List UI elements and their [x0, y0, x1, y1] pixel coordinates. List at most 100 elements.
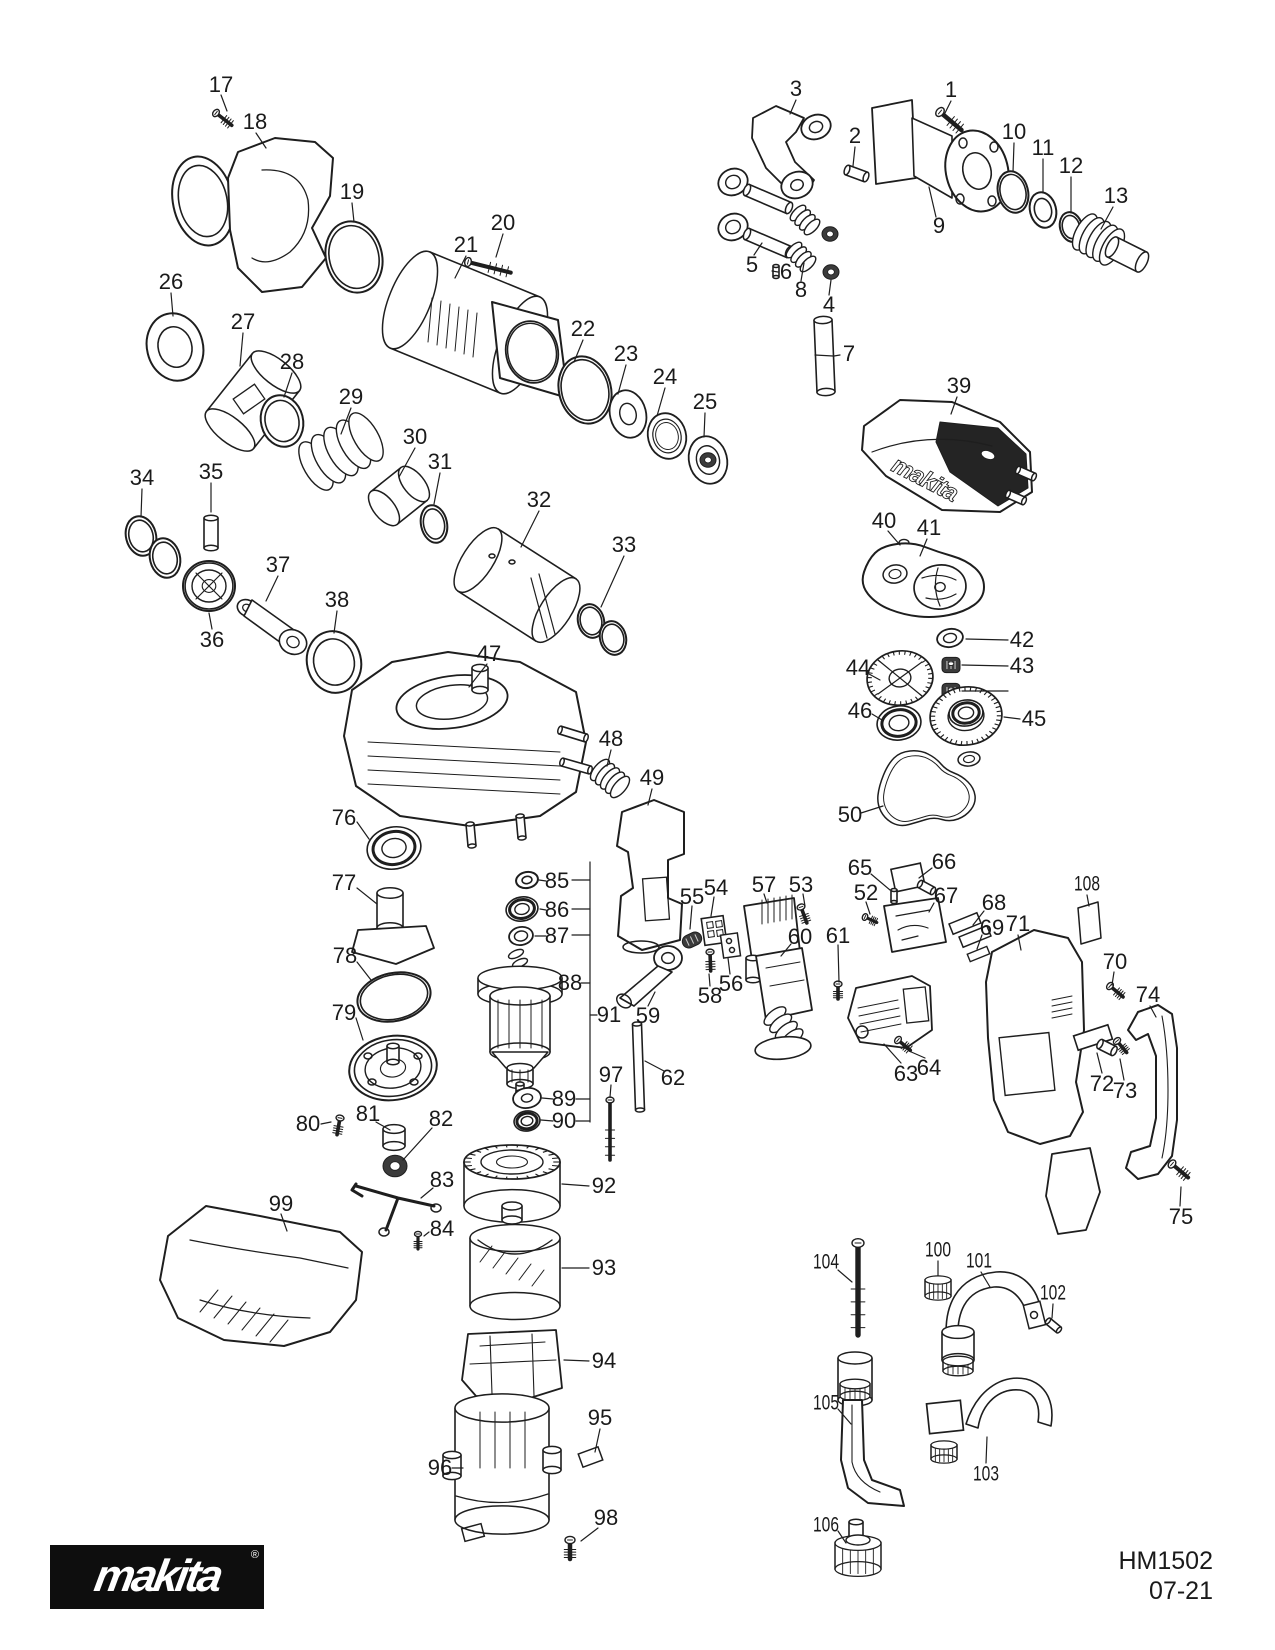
- part-shape: [513, 930, 529, 942]
- part-shape: [929, 886, 937, 896]
- gear-tooth: [964, 686, 966, 692]
- part-label-58: 58: [697, 983, 723, 1008]
- part-shape: [517, 835, 527, 841]
- part-label-35: 35: [198, 459, 224, 484]
- part-shape: [905, 1045, 913, 1054]
- part-label-21: 21: [453, 232, 479, 257]
- part-shape: [466, 259, 470, 265]
- part-shape: [505, 1257, 519, 1275]
- part-shape: [652, 418, 682, 454]
- part-shape: [576, 603, 606, 639]
- part-shape: [177, 164, 229, 238]
- leader-line-72: [1096, 1052, 1103, 1074]
- part-shape: [493, 263, 498, 275]
- part-label-24: 24: [652, 364, 678, 389]
- part-label-10: 10: [1001, 119, 1027, 144]
- rear-cover-99: [159, 1205, 363, 1347]
- part-shape: [772, 263, 780, 269]
- part-shape: [896, 1037, 900, 1043]
- part-shape: [813, 315, 833, 325]
- part-shape: [278, 628, 308, 656]
- part-shape: [598, 620, 628, 656]
- part-label-104: 104: [813, 1250, 839, 1274]
- part-shape: [337, 1117, 343, 1119]
- part-shape: [902, 1042, 910, 1051]
- leader-line-43: [961, 664, 1009, 667]
- part-shape: [706, 921, 714, 929]
- part-shape: [936, 627, 964, 649]
- part-shape: [442, 1450, 462, 1460]
- part-shape: [845, 1534, 871, 1546]
- gear-tooth: [886, 653, 890, 658]
- part-shape: [382, 1140, 406, 1152]
- leader-line-36: [208, 612, 213, 630]
- part-shape: [508, 898, 536, 920]
- part-shape: [515, 1111, 539, 1131]
- gear-tooth: [867, 677, 872, 679]
- model-number: HM1502: [1118, 1547, 1214, 1575]
- side-grip-74: [1125, 1004, 1178, 1180]
- leader-line-58: [708, 973, 711, 987]
- part-label-91: 91: [596, 1002, 622, 1027]
- part-shape: [904, 1043, 912, 1053]
- part-shape: [724, 174, 742, 190]
- part-shape: [1134, 251, 1150, 273]
- part-shape: [742, 227, 752, 241]
- gear-tooth: [905, 700, 908, 705]
- gear-tooth: [870, 689, 876, 693]
- leader-line-26: [170, 292, 174, 317]
- gear-tooth: [469, 1153, 476, 1156]
- part-shape: [436, 300, 442, 346]
- gear-tooth: [475, 1171, 482, 1174]
- leader-line-63: [883, 1043, 902, 1064]
- part-shape: [826, 230, 834, 238]
- part-shape: [495, 1155, 529, 1169]
- part-shape: [660, 951, 676, 965]
- part-shape: [801, 919, 812, 924]
- leader-line-73: [1119, 1058, 1125, 1081]
- leader-line-37: [265, 575, 279, 602]
- gear-tooth: [996, 719, 1002, 722]
- gear-tooth: [954, 740, 958, 745]
- part-shape: [601, 623, 625, 653]
- leader-line-31: [433, 472, 441, 505]
- leader-line-80: [320, 1121, 332, 1125]
- gear-tooth: [904, 650, 906, 655]
- part-label-55: 55: [679, 884, 705, 909]
- part-shape: [367, 769, 561, 781]
- gear-tooth: [542, 1150, 549, 1153]
- leader-line-86: [539, 908, 547, 911]
- leader-line-108: [1086, 894, 1090, 907]
- part-shape: [725, 937, 733, 945]
- part-shape: [220, 115, 228, 124]
- gear-tooth: [930, 715, 936, 717]
- part-shape: [882, 564, 908, 584]
- part-shape: [454, 306, 460, 352]
- part-shape: [378, 1227, 390, 1237]
- part-shape: [911, 117, 953, 199]
- part-shape: [704, 456, 712, 464]
- part-shape: [479, 1245, 493, 1263]
- pill-knurl: [689, 936, 695, 944]
- part-shape: [1114, 988, 1122, 998]
- part-shape: [157, 325, 193, 369]
- leader-line-70: [1111, 971, 1115, 986]
- part-label-92: 92: [591, 1173, 617, 1198]
- part-shape: [641, 876, 671, 922]
- part-shape: [512, 1087, 542, 1109]
- leader-line-95: [594, 1428, 601, 1453]
- part-shape: [469, 1223, 561, 1253]
- part-shape: [942, 1355, 974, 1367]
- gear-tooth: [898, 650, 900, 655]
- part-shape: [445, 303, 451, 349]
- gear-tooth: [888, 700, 891, 705]
- part-shape: [471, 663, 489, 673]
- part-label-44: 44: [845, 655, 871, 680]
- part-shape: [348, 412, 384, 462]
- part-shape: [151, 541, 179, 575]
- title-block: HM1502 07-21: [1119, 1546, 1214, 1606]
- gear-tooth: [505, 1176, 508, 1180]
- part-label-86: 86: [544, 897, 570, 922]
- part-label-78: 78: [332, 943, 358, 968]
- part-shape: [381, 250, 439, 350]
